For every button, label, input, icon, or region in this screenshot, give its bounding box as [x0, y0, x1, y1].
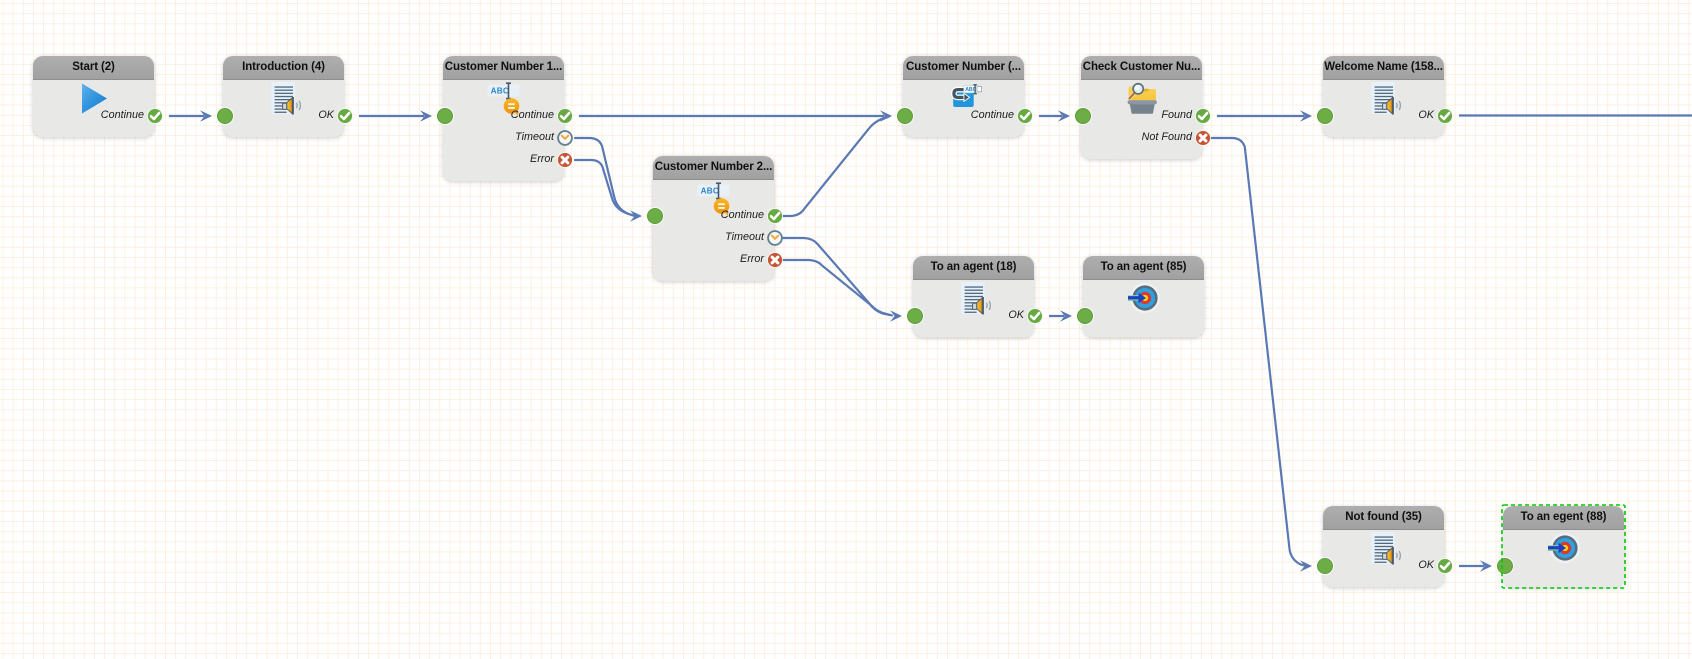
- svg-text:ABC: ABC: [700, 186, 718, 195]
- svg-text:ABC: ABC: [965, 87, 976, 93]
- svg-text:ABC: ABC: [490, 86, 508, 95]
